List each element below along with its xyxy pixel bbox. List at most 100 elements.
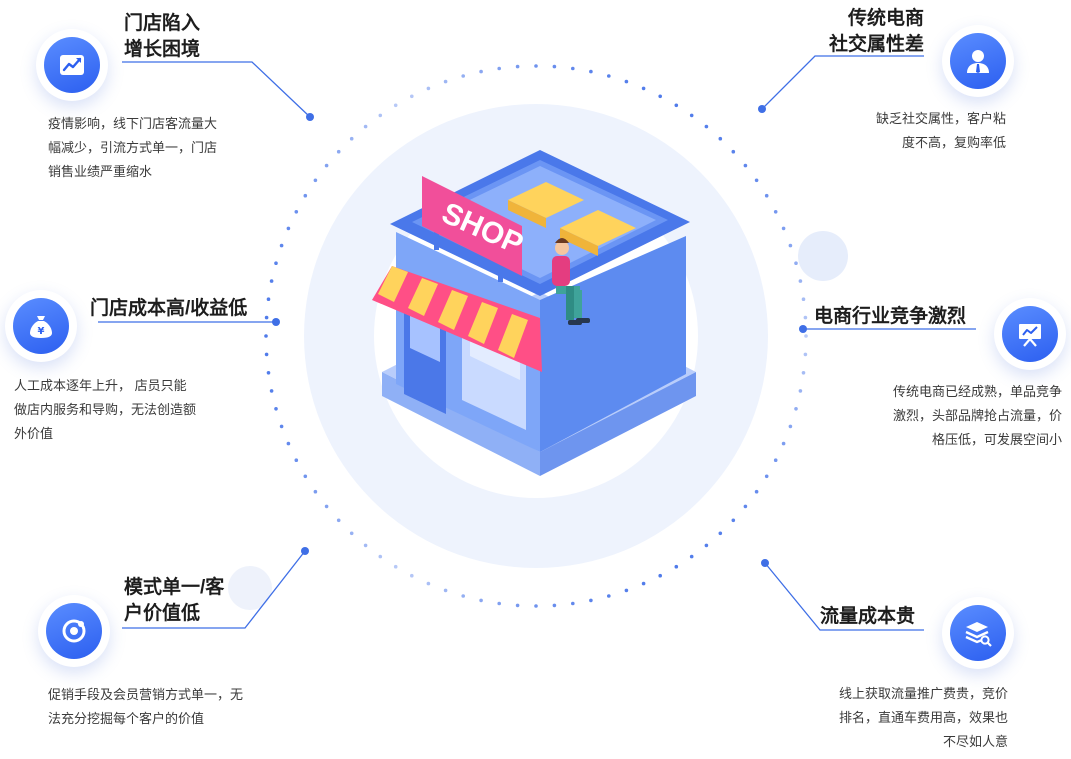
money-bag-icon: ¥	[30, 316, 52, 338]
ring-dot	[279, 243, 284, 248]
icon-badge: ¥	[5, 290, 77, 362]
ring-dot	[689, 554, 694, 559]
user-icon	[967, 50, 989, 73]
ring-dot	[426, 581, 431, 586]
desc-line: 法充分挖掘每个客户的价值	[48, 711, 205, 726]
title-line: 流量成本贵	[820, 606, 916, 627]
title-line: 门店陷入	[124, 13, 201, 34]
ring-dot	[378, 113, 383, 118]
ring-dot	[607, 74, 611, 78]
ring-dot	[764, 474, 769, 479]
ring-dot	[410, 94, 414, 99]
desc-line: 激烈，头部品牌抢占流量，价	[892, 408, 1062, 423]
ring-dot	[773, 458, 778, 463]
dotted-ring	[264, 64, 808, 608]
shop-awning	[372, 266, 542, 372]
ring-dot	[349, 136, 354, 141]
ring-dot	[607, 594, 611, 598]
shop-illustration: SHOP	[372, 150, 696, 476]
ring-dot	[689, 113, 694, 118]
ring-dot	[324, 504, 329, 509]
ring-dot	[624, 79, 629, 84]
ring-dot	[704, 543, 709, 548]
issue-title: 电商行业竞争激烈	[814, 304, 966, 330]
ring-dot	[286, 441, 291, 446]
ring-dot	[754, 178, 759, 183]
ring-dot	[731, 149, 736, 154]
title-line: 户价值低	[124, 603, 201, 624]
chart-board-icon	[1019, 324, 1041, 347]
target-icon	[62, 619, 86, 643]
ring-dot	[798, 279, 803, 283]
ring-dot	[534, 64, 538, 68]
ring-dot	[497, 66, 502, 71]
ring-dot	[313, 178, 318, 183]
person-figure	[552, 238, 590, 325]
ring-dot	[363, 124, 368, 129]
ring-dot	[571, 66, 575, 71]
ring-dot	[479, 598, 483, 603]
desc-line: 促销手段及会员营销方式单一，无	[48, 687, 244, 702]
title-line: 社交属性差	[828, 34, 924, 55]
ring-dot	[515, 603, 520, 608]
ring-dot	[754, 489, 759, 494]
ring-dot	[552, 603, 557, 608]
ring-dot	[658, 94, 662, 99]
sign-pole	[434, 232, 439, 250]
desc-line: 传统电商已经成熟，单品竞争	[892, 384, 1062, 399]
desc-line: 疫情影响，线下门店客流量大	[48, 116, 218, 131]
ring-dot	[461, 74, 466, 78]
ring-dot	[798, 389, 803, 393]
ring-dot	[294, 210, 299, 214]
desc-line: 幅减少，引流方式单一，门店	[48, 140, 218, 155]
ring-dot	[534, 604, 538, 608]
icon-badge	[36, 29, 108, 101]
ring-dot	[269, 279, 274, 283]
ring-dot	[794, 407, 798, 411]
issue-title: 模式单一/客 户价值低	[124, 575, 224, 627]
issue-title: 门店成本高/收益低	[90, 296, 247, 322]
ring-dot	[515, 64, 520, 69]
ring-dot	[589, 69, 593, 74]
ring-dot	[274, 407, 278, 411]
ring-dot	[731, 518, 736, 523]
ring-dot	[803, 315, 808, 320]
svg-text:¥: ¥	[38, 326, 45, 337]
endpoint-dot	[761, 559, 769, 567]
ring-dot	[443, 79, 448, 84]
small-bubble-left	[228, 566, 272, 610]
issue-description: 缺乏社交属性，客户粘 度不高，复购率低	[840, 107, 1006, 155]
connector-bottom-right	[764, 562, 924, 631]
icon-badge	[942, 597, 1014, 669]
ring-dot	[794, 261, 798, 266]
ring-dot	[658, 573, 662, 578]
endpoint-dot	[272, 318, 280, 326]
trend-up-icon	[60, 55, 84, 75]
ring-dot	[410, 573, 414, 578]
ring-dot	[781, 226, 786, 231]
desc-line: 度不高，复购率低	[901, 135, 1006, 150]
title-line: 电商行业竞争激烈	[814, 306, 967, 327]
ring-dot	[286, 226, 291, 231]
issue-description: 线上获取流量推广费贵，竞价 排名，直通车费用高，效果也 不尽如人意	[810, 682, 1008, 754]
title-line: 传统电商	[847, 8, 924, 29]
title-line: 模式单一/客	[124, 577, 225, 598]
ring-dot	[461, 594, 466, 598]
ring-dot	[704, 124, 709, 129]
connector-endpoints	[272, 105, 807, 567]
ring-dot	[674, 564, 679, 569]
issue-description: 人工成本逐年上升， 店员只能 做店内服务和导购，无法创造额 外价值	[14, 374, 224, 446]
ring-dot	[279, 424, 284, 429]
ring-dot	[788, 424, 793, 429]
ring-dot	[497, 601, 502, 606]
ring-dot	[378, 554, 383, 559]
icon-badge	[38, 595, 110, 667]
ring-dot	[743, 504, 748, 509]
ring-dot	[363, 543, 368, 548]
ring-dot	[269, 389, 274, 393]
roof-box2-side	[560, 228, 598, 256]
ring-dot	[801, 297, 806, 302]
desc-line: 不尽如人意	[942, 734, 1008, 749]
ring-dot	[294, 458, 299, 463]
